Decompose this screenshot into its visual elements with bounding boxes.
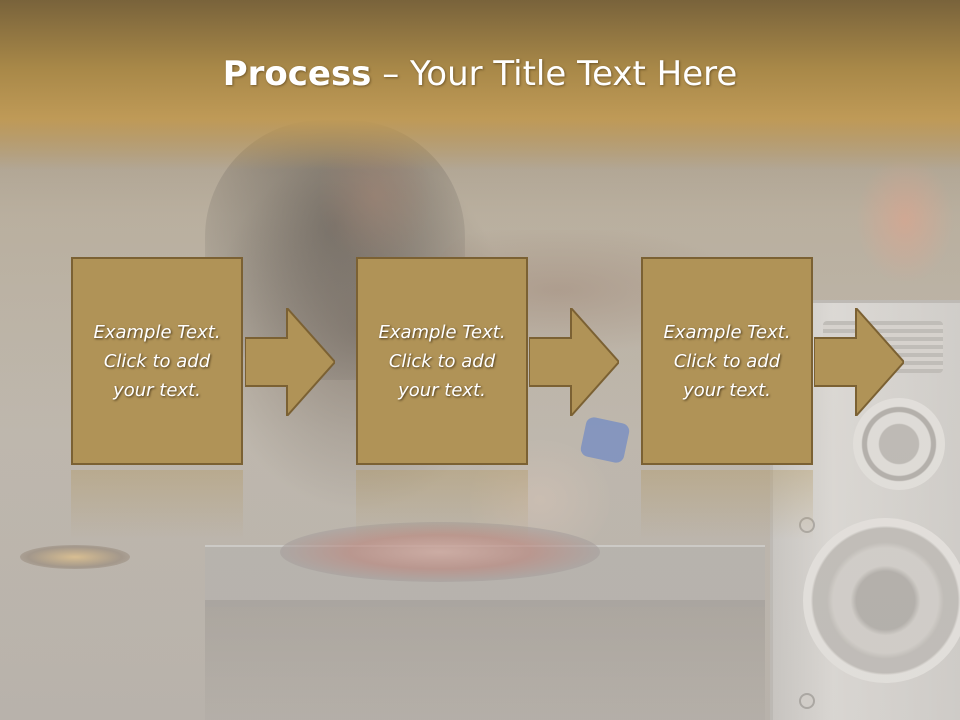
title-rest: – Your Title Text Here <box>371 54 738 94</box>
step-box-3[interactable]: Example Text. Click to add your text. <box>641 257 813 465</box>
step-text-3[interactable]: Example Text. Click to add your text. <box>663 321 791 401</box>
arrow-icon <box>529 308 619 416</box>
speaker-woofer <box>803 518 960 683</box>
vinyl-record <box>20 545 130 569</box>
step-reflection <box>71 470 243 540</box>
speaker-tweeter <box>853 398 945 490</box>
step-box-1[interactable]: Example Text. Click to add your text. <box>71 257 243 465</box>
step-box-2[interactable]: Example Text. Click to add your text. <box>356 257 528 465</box>
step-text-1[interactable]: Example Text. Click to add your text. <box>93 321 221 401</box>
speaker-screw <box>799 517 815 533</box>
dj-console <box>205 600 765 720</box>
step-reflection <box>356 470 528 540</box>
slide-title[interactable]: Process – Your Title Text Here <box>0 52 960 96</box>
step-text-2[interactable]: Example Text. Click to add your text. <box>378 321 506 401</box>
arrow-icon <box>814 308 904 416</box>
arrow-icon <box>245 308 335 416</box>
title-band <box>0 0 960 170</box>
speaker-screw <box>799 693 815 709</box>
title-bold: Process <box>222 54 372 94</box>
step-reflection <box>641 470 813 540</box>
turntable-platter <box>280 522 600 582</box>
